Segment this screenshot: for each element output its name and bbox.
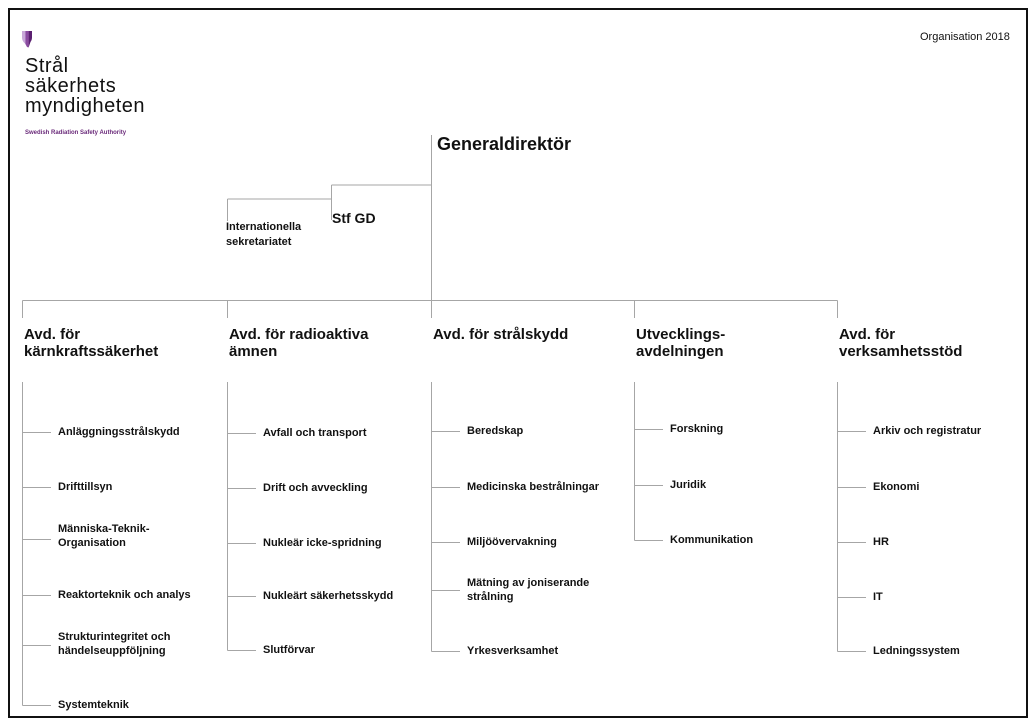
stf-gd-label: Stf GD	[332, 210, 376, 226]
department-title: Avd. för kärnkraftssäkerhet	[24, 326, 159, 360]
unit-label: Yrkesverksamhet	[467, 645, 559, 657]
unit-label: Reaktorteknik och analys	[58, 589, 191, 601]
department-title: Avd. för verksamhetsstöd	[839, 326, 963, 360]
international-secretariat-label: Internationella sekretariatet	[226, 221, 302, 248]
unit-label: Avfall och transport	[263, 427, 367, 439]
unit-label: Drift och avveckling	[263, 482, 368, 494]
connector-lines	[22, 135, 866, 706]
unit-label: HR	[873, 536, 889, 548]
unit-label: Strukturintegritet och händelseuppföljni…	[58, 631, 171, 657]
logo-mark-icon	[22, 31, 32, 48]
unit-label: IT	[873, 591, 883, 603]
logo-line-1: Strål	[25, 55, 69, 77]
logo-line-3: myndigheten	[25, 95, 146, 117]
unit-label: Nukleär icke-spridning	[263, 537, 382, 549]
unit-label: Människa-Teknik-Organisation	[58, 523, 150, 549]
unit-label: Systemteknik	[58, 699, 129, 711]
unit-label: Kommunikation	[670, 534, 754, 546]
unit-label: Miljöövervakning	[467, 536, 557, 548]
unit-label: Nukleärt säkerhetsskydd	[263, 590, 394, 602]
page-title: Organisation 2018	[920, 31, 1010, 43]
unit-label: Medicinska bestrålningar	[467, 481, 600, 493]
unit-label: Slutförvar	[263, 644, 315, 656]
org-chart-frame: Strål säkerhets myndigheten Swedish Radi…	[8, 8, 1028, 718]
gd-label: Generaldirektör	[437, 134, 572, 154]
unit-label: Ekonomi	[873, 481, 920, 493]
unit-label: Beredskap	[467, 425, 524, 437]
unit-label: Forskning	[670, 423, 724, 435]
department-title: Avd. för strålskydd	[433, 326, 569, 343]
logo-line-2: säkerhets	[25, 75, 117, 97]
department-title: Avd. för radioaktiva ämnen	[229, 326, 369, 360]
unit-label: Arkiv och registratur	[873, 425, 982, 437]
logo-subtitle: Swedish Radiation Safety Authority	[25, 130, 127, 136]
unit-label: Drifttillsyn	[58, 481, 113, 493]
department-title: Utvecklings- avdelningen	[636, 326, 726, 360]
unit-label: Mätning av joniserande strålning	[467, 577, 590, 603]
unit-label: Ledningssystem	[873, 645, 960, 657]
unit-label: Anläggningsstrålskydd	[58, 426, 180, 438]
logo: Strål säkerhets myndigheten Swedish Radi…	[10, 10, 210, 150]
unit-label: Juridik	[670, 479, 707, 491]
